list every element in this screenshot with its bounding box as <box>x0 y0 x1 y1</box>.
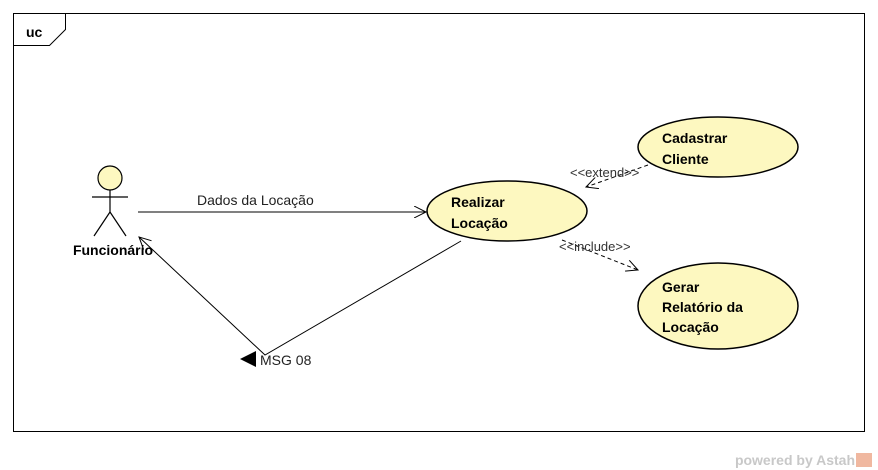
message-label: MSG 08 <box>260 352 312 368</box>
actor-name: Funcionário <box>73 242 153 258</box>
powered-by-text: powered by Astah <box>734 452 855 468</box>
message-label: Dados da Locação <box>197 192 314 208</box>
message-line <box>139 237 462 356</box>
actor-head <box>97 165 123 191</box>
usecase-label-line3: Locação <box>662 319 719 335</box>
usecase-ellipse <box>426 180 588 242</box>
actor-funcionario[interactable]: Funcionário <box>73 165 153 258</box>
relation-extend[interactable]: <<extend>> <box>570 164 649 187</box>
actor-right-leg <box>109 211 127 237</box>
message-msg-08[interactable]: MSG 08 <box>139 237 462 368</box>
frame-tab <box>13 13 66 46</box>
powered-by-footer: powered by Astah <box>735 452 872 468</box>
usecase-label-line2: Locação <box>451 215 508 231</box>
usecase-label-line2: Relatório da <box>662 299 743 315</box>
usecase-ellipse <box>637 116 799 178</box>
usecase-gerar-relatorio[interactable]: Gerar Relatório da Locação <box>637 262 799 350</box>
usecase-realizar-locacao[interactable]: Realizar Locação <box>426 180 588 242</box>
relation-include[interactable]: <<include>> <box>559 239 638 270</box>
usecase-ellipse <box>637 262 799 350</box>
relation-line <box>586 164 649 187</box>
usecase-label-line2: Cliente <box>662 151 709 167</box>
message-direction-icon <box>240 351 256 367</box>
usecase-label-line1: Gerar <box>662 279 700 295</box>
usecase-label-line1: Cadastrar <box>662 130 728 146</box>
relation-label: <<extend>> <box>570 165 639 180</box>
actor-left-leg <box>93 211 111 237</box>
frame-label: uc <box>26 24 43 40</box>
relation-label: <<include>> <box>559 239 631 254</box>
message-dados-da-locacao[interactable]: Dados da Locação <box>138 192 426 212</box>
astah-logo-icon <box>856 453 872 467</box>
usecase-label-line1: Realizar <box>451 194 505 210</box>
usecase-cadastrar-cliente[interactable]: Cadastrar Cliente <box>637 116 799 178</box>
